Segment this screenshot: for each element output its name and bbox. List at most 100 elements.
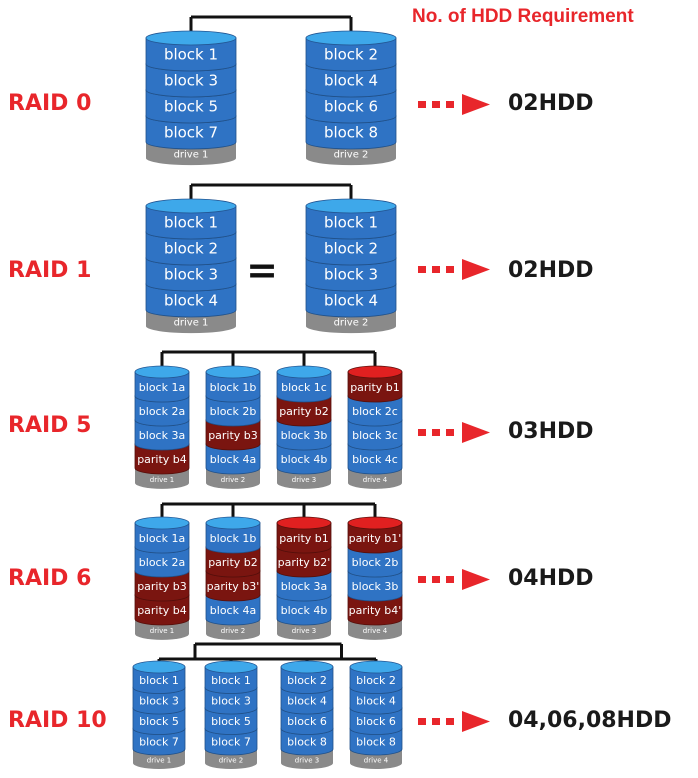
- drive-label: drive 1: [174, 149, 209, 160]
- block-label: block 1b: [210, 532, 257, 545]
- block-label: block 5: [139, 715, 179, 728]
- block-label: block 3: [164, 266, 218, 284]
- block-label: block 6: [287, 715, 327, 728]
- block-label: parity b3: [137, 580, 187, 593]
- block-label: block 7: [139, 736, 179, 749]
- raid-0-label: RAID 0: [8, 91, 92, 116]
- raid-1-hdd-count: 02HDD: [508, 258, 594, 283]
- arrow-right-icon: [418, 259, 490, 280]
- data-block: block 1c: [276, 365, 332, 403]
- drive-label: drive 4: [363, 476, 388, 484]
- block-label: block 3: [324, 266, 378, 284]
- block-label: block 7: [211, 736, 251, 749]
- data-block: block 1a: [134, 516, 190, 554]
- block-label: block 3: [139, 695, 179, 708]
- data-block: block 2: [349, 660, 403, 694]
- block-label: block 2a: [139, 405, 185, 418]
- drive-stack: block 7 block 5 block 3 block 1 drive 1: [132, 660, 186, 769]
- drive-label: drive 1: [150, 476, 174, 484]
- block-label: block 1a: [139, 532, 185, 545]
- drive-label: drive 4: [364, 757, 389, 765]
- block-label: block 2a: [139, 556, 185, 569]
- data-block: block 1: [145, 30, 237, 72]
- data-block: block 2: [305, 30, 397, 72]
- block-label: parity b4': [349, 604, 402, 617]
- raid-6-hdd-count: 04HDD: [508, 566, 594, 591]
- block-label: block 4a: [210, 453, 256, 466]
- block-label: block 1: [164, 46, 218, 64]
- raid-3-connector: [160, 502, 377, 529]
- drive-label: drive 2: [219, 757, 243, 765]
- drive-label: drive 2: [334, 149, 369, 160]
- block-label: parity b2': [278, 556, 331, 569]
- block-label: block 1: [139, 674, 179, 687]
- arrow-right-icon: [418, 94, 490, 115]
- block-label: block 2: [324, 240, 378, 258]
- block-label: block 4: [324, 292, 378, 310]
- data-block: block 1: [145, 198, 237, 240]
- parity-block: parity b1': [347, 516, 403, 554]
- block-label: block 5: [164, 98, 218, 116]
- block-label: block 1: [324, 214, 378, 232]
- block-label: block 6: [356, 715, 396, 728]
- block-label: block 7: [164, 124, 218, 142]
- block-label: block 3c: [352, 429, 398, 442]
- block-label: block 8: [287, 736, 327, 749]
- raid-10-hdd-count: 04,06,08HDD: [508, 708, 672, 733]
- block-label: block 3a: [139, 429, 185, 442]
- block-label: parity b1': [349, 532, 402, 545]
- parity-block: parity b1: [276, 516, 332, 554]
- block-label: block 3a: [281, 580, 327, 593]
- data-block: block 1a: [134, 365, 190, 403]
- block-label: parity b3': [207, 580, 260, 593]
- block-label: block 4: [164, 292, 218, 310]
- block-label: block 6: [324, 98, 378, 116]
- block-label: block 4a: [210, 604, 256, 617]
- data-block: block 1: [204, 660, 258, 694]
- arrow-right-icon: [418, 711, 490, 732]
- data-block: block 1: [132, 660, 186, 694]
- block-label: parity b2: [208, 556, 258, 569]
- block-label: block 3b: [281, 429, 328, 442]
- block-label: parity b4: [137, 453, 187, 466]
- block-label: parity b1: [350, 381, 400, 394]
- raid-5-label: RAID 5: [8, 413, 92, 438]
- drive-label: drive 1: [147, 757, 171, 765]
- block-label: block 8: [324, 124, 378, 142]
- drive-stack: block 4 block 3 block 2 block 1 drive 1: [145, 198, 237, 334]
- raid-4-connector: [157, 642, 378, 673]
- block-label: block 4b: [281, 604, 328, 617]
- arrow-right-icon: [418, 422, 490, 443]
- drive-label: drive 1: [174, 317, 209, 328]
- drive-stack: parity b4 block 3a block 2a block 1a drive 1: [134, 365, 190, 489]
- block-label: block 3: [211, 695, 251, 708]
- block-label: block 2: [324, 46, 378, 64]
- block-label: block 3: [164, 72, 218, 90]
- block-label: parity b3: [208, 429, 258, 442]
- data-block: block 1: [305, 198, 397, 240]
- raid-2-connector: [160, 350, 377, 378]
- block-label: block 2: [164, 240, 218, 258]
- block-label: block 4: [287, 695, 327, 708]
- data-block: block 1b: [205, 516, 261, 554]
- block-label: block 1: [164, 214, 218, 232]
- block-label: block 2b: [352, 556, 399, 569]
- data-block: block 2: [280, 660, 334, 694]
- drive-label: drive 4: [363, 627, 388, 635]
- block-label: block 8: [356, 736, 396, 749]
- block-label: block 4c: [352, 453, 398, 466]
- block-label: parity b2: [279, 405, 329, 418]
- block-label: block 2: [356, 674, 396, 687]
- drive-stack: block 4 block 3 block 2 block 1 drive 2: [305, 198, 397, 334]
- drive-label: drive 2: [334, 317, 369, 328]
